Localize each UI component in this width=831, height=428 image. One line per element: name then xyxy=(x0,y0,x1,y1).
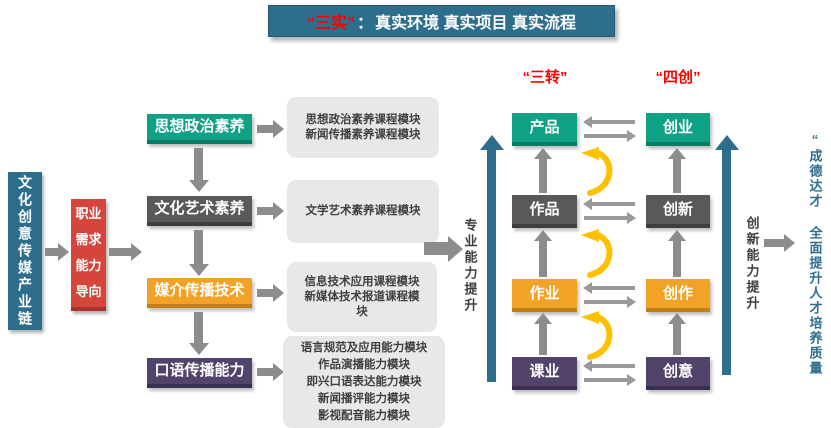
three-turns-header: “三转” xyxy=(522,69,568,86)
banner-highlight: “三实” xyxy=(307,15,356,32)
tech-modules-box: 信息技术应用课程模块 新媒体技术报道课程模 块 xyxy=(287,262,437,332)
link-right-row1-icon xyxy=(584,134,627,138)
creation-box: 创作 xyxy=(646,279,710,312)
arrow-to-outcome-icon xyxy=(764,239,784,247)
link-left-row1-icon xyxy=(592,120,635,124)
arrow-to-transformation-icon xyxy=(424,242,448,255)
link-right-row3-icon xyxy=(584,300,627,304)
assignment-box: 作业 xyxy=(512,279,577,312)
arrow-down-1-icon xyxy=(194,148,203,180)
ideological-modules-box: 思想政治素养课程模块 新闻传播素养课程模块 xyxy=(287,97,439,158)
art-modules-box: 文学艺术素养课程模块 xyxy=(287,180,439,243)
link-left-row4-icon xyxy=(592,364,635,368)
cycle-arrow-3-icon xyxy=(581,311,613,360)
module-line: 作品演播能力模块 xyxy=(318,358,410,371)
four-creations-header: “四创” xyxy=(655,69,701,86)
oral-communication-box: 口语传播能力 xyxy=(147,358,252,388)
module-line: 思想政治素养课程模块 xyxy=(305,113,421,126)
industry-chain-box: 文化创意传媒产业链 xyxy=(8,172,42,330)
innovation-axis-label-wrap: 创新能力提升 xyxy=(740,208,764,320)
module-line: 信息技术应用课程模块 xyxy=(304,275,420,288)
arrow-down-2-icon xyxy=(194,230,203,264)
up-arrow-left-2-icon xyxy=(539,241,547,277)
module-line: 新闻播评能力模块 xyxy=(318,392,410,405)
banner-three-realities: “三实” ： 真实环境 真实项目 真实流程 xyxy=(268,5,615,37)
module-line: 影视配音能力模块 xyxy=(318,409,410,422)
arrow-to-module-4-icon xyxy=(257,368,273,376)
innovation-box: 创新 xyxy=(646,195,710,228)
cycle-arrow-2-icon xyxy=(581,229,613,278)
cycle-arrow-1-icon xyxy=(581,147,613,196)
arrow-to-module-1-icon xyxy=(257,125,273,133)
module-line: 文学艺术素养课程模块 xyxy=(305,205,421,217)
career-demand-box: 职业 需求 能力 导向 xyxy=(71,199,106,311)
coursework-box: 课业 xyxy=(512,357,577,390)
entrepreneurship-box: 创业 xyxy=(646,113,710,146)
module-line: 新闻传播素养课程模块 xyxy=(305,128,421,141)
arrow-to-module-3-icon xyxy=(257,289,273,297)
media-tech-box: 媒介传播技术 xyxy=(147,278,252,308)
professional-axis-label-wrap: 专业能力提升 xyxy=(458,210,482,322)
innovation-axis-label: 创新能力提升 xyxy=(744,216,760,312)
arrow-down-3-icon xyxy=(194,312,203,343)
up-arrow-left-3-icon xyxy=(539,324,547,355)
arrow-demand-to-competencies-icon xyxy=(109,248,131,256)
ideological-literacy-box: 思想政治素养 xyxy=(147,114,252,144)
arrow-chain-to-demand-icon xyxy=(45,248,58,256)
up-arrow-right-2-icon xyxy=(673,241,681,277)
link-right-row2-icon xyxy=(584,216,627,220)
industry-chain-label: 文化创意传媒产业链 xyxy=(17,174,33,328)
module-line: 语言规范及应用能力模块 xyxy=(300,341,428,354)
innovation-axis-arrow-icon xyxy=(722,150,731,375)
professional-axis-arrow-icon xyxy=(487,150,496,382)
link-right-row4-icon xyxy=(584,378,627,382)
module-line: 即兴口语表达能力模块 xyxy=(306,375,422,388)
arrow-to-module-2-icon xyxy=(257,207,273,215)
module-line: 块 xyxy=(356,305,368,318)
up-arrow-left-1-icon xyxy=(539,159,547,193)
creativity-box: 创意 xyxy=(646,357,710,390)
up-arrow-right-3-icon xyxy=(673,324,681,355)
works-box: 作品 xyxy=(512,195,577,228)
link-left-row3-icon xyxy=(592,286,635,290)
cultural-art-literacy-box: 文化艺术素养 xyxy=(147,196,252,226)
up-arrow-right-1-icon xyxy=(673,159,681,193)
banner-text: 真实环境 真实项目 真实流程 xyxy=(375,15,576,32)
module-line: 新媒体技术报道课程模 xyxy=(304,290,420,303)
banner-colon: ： xyxy=(357,15,374,32)
outcome-label: “成德达才 全面提升人才培养质量 xyxy=(807,131,823,376)
oral-modules-box: 语言规范及应用能力模块 作品演播能力模块 即兴口语表达能力模块 新闻播评能力模块… xyxy=(283,336,445,428)
professional-axis-label: 专业能力提升 xyxy=(462,218,478,314)
link-left-row2-icon xyxy=(592,202,635,206)
outcome-label-wrap: “成德达才 全面提升人才培养质量 xyxy=(802,131,828,376)
product-box: 产品 xyxy=(512,113,577,146)
